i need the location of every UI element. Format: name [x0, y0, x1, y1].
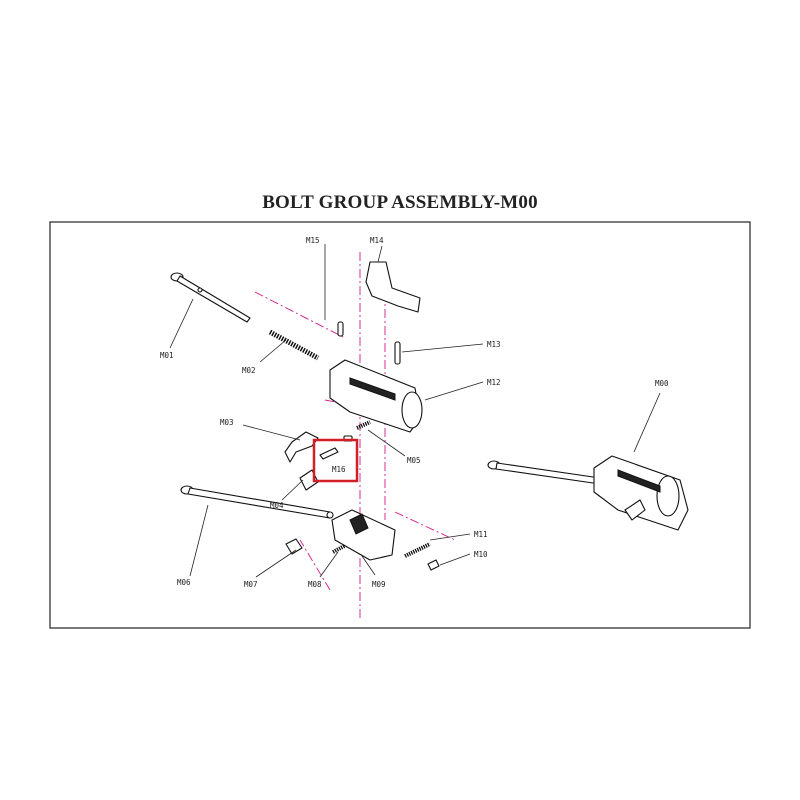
label-m16: M16	[332, 465, 346, 474]
label-m00: M00	[655, 379, 669, 388]
label-m08: M08	[308, 580, 322, 589]
label-m06: M06	[177, 578, 191, 587]
label-m15: M15	[306, 236, 320, 245]
label-m14: M14	[370, 236, 384, 245]
part-m01-rod	[170, 272, 251, 323]
part-m10-screw	[427, 559, 440, 571]
label-m11: M11	[474, 530, 488, 539]
part-m11-spring	[404, 542, 431, 558]
label-m04: M04	[270, 501, 284, 510]
label-m10: M10	[474, 550, 488, 559]
part-m15-pin	[337, 321, 344, 337]
label-m01: M01	[160, 351, 174, 360]
part-m02-spring	[268, 329, 320, 361]
label-m07: M07	[244, 580, 258, 589]
part-m13-pin	[394, 341, 401, 365]
label-m05: M05	[407, 456, 421, 465]
label-m13: M13	[487, 340, 501, 349]
diagram-frame	[49, 221, 751, 629]
leader-lines	[169, 244, 661, 578]
part-labels: M15 M14 M13 M12 M01 M02 M03 M05 M16 M04 …	[160, 236, 669, 589]
part-m14-handle	[365, 261, 421, 313]
part-m09-block	[331, 509, 396, 561]
part-m05-spring	[356, 420, 371, 430]
part-m16-small-parts	[319, 435, 353, 460]
part-m07-cylinder	[285, 538, 303, 555]
diagram-title: BOLT GROUP ASSEMBLY-M00	[262, 192, 538, 213]
label-m02: M02	[242, 366, 256, 375]
highlight-box-m16	[312, 438, 359, 483]
label-m09: M09	[372, 580, 386, 589]
part-m00-assembly	[487, 455, 689, 531]
label-m12: M12	[487, 378, 501, 387]
part-m12-bolt-body	[329, 359, 423, 433]
part-m06-operating-rod	[180, 485, 334, 519]
label-m03: M03	[220, 418, 234, 427]
